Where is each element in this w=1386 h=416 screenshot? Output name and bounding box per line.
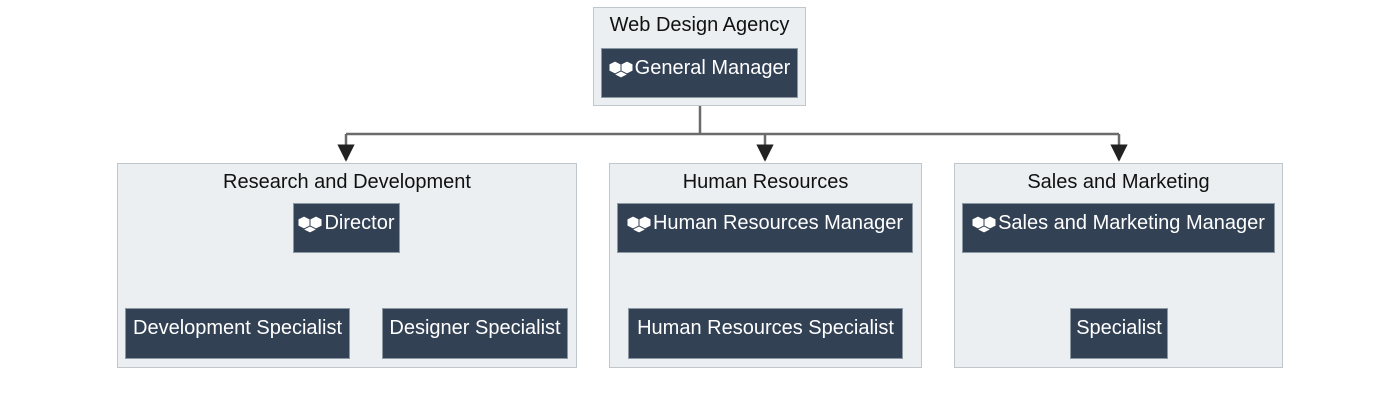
node-label: Director bbox=[324, 211, 395, 234]
cubes-icon bbox=[608, 58, 633, 78]
node-label: Specialist bbox=[1076, 317, 1162, 339]
node-label: Human Resources Manager bbox=[652, 211, 904, 234]
group-title-rnd: Research and Development bbox=[223, 171, 471, 193]
group-title-hr: Human Resources bbox=[682, 171, 849, 193]
node-label: Development Specialist bbox=[133, 317, 342, 339]
node-designer-specialist[interactable]: Designer Specialist bbox=[382, 308, 568, 359]
node-specialist[interactable]: Specialist bbox=[1070, 308, 1168, 359]
node-label: Sales and Marketing Manager bbox=[998, 211, 1265, 234]
node-human-resources-specialist[interactable]: Human Resources Specialist bbox=[628, 308, 903, 359]
group-title-sales: Sales and Marketing bbox=[1027, 171, 1210, 193]
node-label: Human Resources Specialist bbox=[637, 317, 894, 339]
node-human-resources-manager[interactable]: Human Resources Manager bbox=[617, 203, 913, 253]
node-director[interactable]: Director bbox=[293, 203, 400, 253]
group-title-root: Web Design Agency bbox=[609, 14, 790, 36]
node-sales-and-marketing-manager[interactable]: Sales and Marketing Manager bbox=[962, 203, 1275, 253]
cubes-icon bbox=[972, 213, 997, 233]
cubes-icon bbox=[626, 213, 651, 233]
node-label: Designer Specialist bbox=[389, 317, 561, 339]
cubes-icon bbox=[298, 213, 323, 233]
node-general-manager[interactable]: General Manager bbox=[601, 48, 798, 98]
node-development-specialist[interactable]: Development Specialist bbox=[125, 308, 350, 359]
node-label: General Manager bbox=[634, 56, 791, 79]
